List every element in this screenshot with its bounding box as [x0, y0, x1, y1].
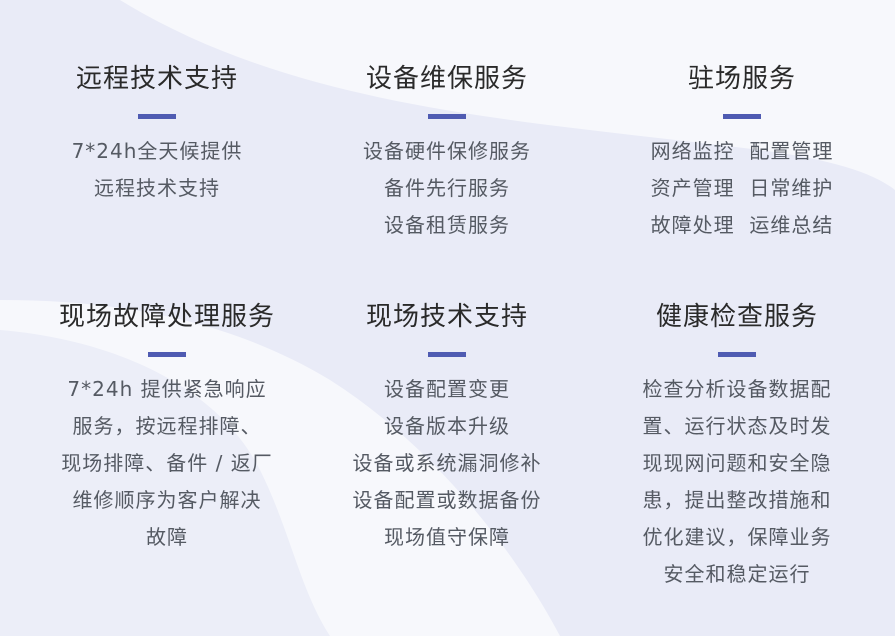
accent-bar — [138, 114, 176, 119]
service-line: 设备版本升级 — [384, 414, 510, 438]
service-line: 网络监控 配置管理 — [650, 139, 834, 163]
service-title: 设备维保服务 — [365, 64, 528, 94]
service-line: 安全和稳定运行 — [663, 562, 811, 586]
service-line: 设备租赁服务 — [384, 213, 510, 237]
accent-bar — [428, 352, 466, 357]
service-card-maintenance: 设备维保服务 设备硬件保修服务 备件先行服务 设备租赁服务 — [298, 62, 596, 244]
service-line: 维修顺序为客户解决 — [72, 488, 262, 512]
service-line: 设备硬件保修服务 — [363, 139, 531, 163]
accent-bar — [148, 352, 186, 357]
service-line: 设备配置或数据备份 — [352, 488, 542, 512]
accent-bar — [718, 352, 756, 357]
service-line: 患，提出整改措施和 — [642, 488, 832, 512]
service-card-fault-handling: 现场故障处理服务 7*24h 提供紧急响应 服务，按远程排障、 现场排障、备件 … — [18, 300, 316, 556]
service-description: 检查分析设备数据配 置、运行状态及时发 现现网问题和安全隐 患，提出整改措施和 … — [588, 371, 886, 593]
accent-bar — [723, 114, 761, 119]
service-line: 设备或系统漏洞修补 — [352, 451, 542, 475]
service-line: 设备配置变更 — [384, 377, 510, 401]
service-line: 优化建议，保障业务 — [642, 525, 832, 549]
service-description: 网络监控 配置管理 资产管理 日常维护 故障处理 运维总结 — [593, 133, 891, 244]
service-line: 现场排障、备件 / 返厂 — [61, 451, 273, 475]
service-title: 现场故障处理服务 — [58, 302, 275, 332]
service-line: 7*24h全天候提供 — [71, 139, 243, 163]
service-line: 置、运行状态及时发 — [642, 414, 832, 438]
service-line: 资产管理 日常维护 — [650, 176, 834, 200]
service-line: 故障 — [146, 525, 188, 549]
service-line: 远程技术支持 — [94, 176, 220, 200]
service-description: 7*24h 提供紧急响应 服务，按远程排障、 现场排障、备件 / 返厂 维修顺序… — [18, 371, 316, 556]
accent-bar — [428, 114, 466, 119]
service-description: 设备配置变更 设备版本升级 设备或系统漏洞修补 设备配置或数据备份 现场值守保障 — [298, 371, 596, 556]
service-title: 健康检查服务 — [655, 302, 818, 332]
service-line: 检查分析设备数据配 — [642, 377, 832, 401]
service-description: 设备硬件保修服务 备件先行服务 设备租赁服务 — [298, 133, 596, 244]
service-card-onsite-resident: 驻场服务 网络监控 配置管理 资产管理 日常维护 故障处理 运维总结 — [593, 62, 891, 244]
service-title: 远程技术支持 — [75, 64, 238, 94]
service-line: 故障处理 运维总结 — [650, 213, 834, 237]
service-line: 7*24h 提供紧急响应 — [67, 377, 267, 401]
service-title: 现场技术支持 — [365, 302, 528, 332]
service-line: 现场值守保障 — [384, 525, 510, 549]
service-card-onsite-tech-support: 现场技术支持 设备配置变更 设备版本升级 设备或系统漏洞修补 设备配置或数据备份… — [298, 300, 596, 556]
service-title: 驻场服务 — [687, 64, 796, 94]
service-card-remote-support: 远程技术支持 7*24h全天候提供 远程技术支持 — [8, 62, 306, 207]
service-description: 7*24h全天候提供 远程技术支持 — [8, 133, 306, 207]
service-card-health-check: 健康检查服务 检查分析设备数据配 置、运行状态及时发 现现网问题和安全隐 患，提… — [588, 300, 886, 593]
service-line: 备件先行服务 — [384, 176, 510, 200]
service-line: 服务，按远程排障、 — [72, 414, 262, 438]
service-line: 现现网问题和安全隐 — [642, 451, 832, 475]
